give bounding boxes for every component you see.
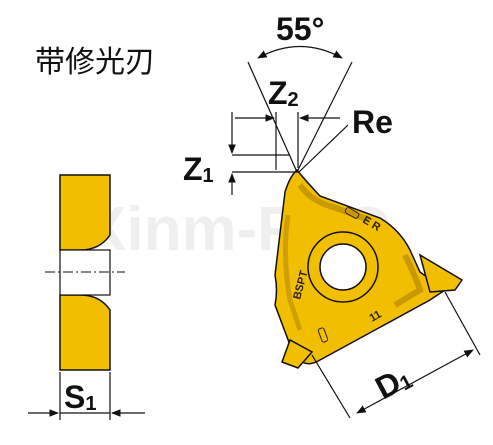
- side-view-top-half: [59, 174, 111, 251]
- z1-annotation: Z1: [183, 112, 298, 195]
- insert-side-view: S1: [28, 174, 145, 420]
- chip-groove-left: [282, 214, 303, 331]
- insert-slot: [344, 207, 360, 219]
- mounting-hole: [319, 243, 367, 291]
- re-label: Re: [352, 104, 393, 140]
- title-text: 带修光刃: [35, 45, 155, 80]
- chip-groove-right: [393, 253, 424, 308]
- z2-annotation: Z2: [235, 75, 340, 170]
- insert-right-tip: [418, 253, 464, 293]
- insert-top-view: BSPT E R 11: [274, 168, 464, 369]
- insert-bottom-tip: [281, 338, 314, 369]
- z1-label: Z1: [183, 151, 214, 187]
- s1-label: S1: [64, 379, 96, 415]
- z2-label: Z2: [268, 75, 299, 111]
- side-view-bottom-half: [59, 294, 111, 371]
- marking-pitch: 11: [368, 308, 384, 324]
- angle-annotation: 55°: [247, 11, 353, 173]
- chip-groove-top: [297, 183, 371, 223]
- d1-label: D1: [369, 358, 416, 406]
- re-annotation: Re: [298, 104, 393, 173]
- angle-label: 55°: [276, 11, 324, 47]
- insert-slot: [317, 327, 329, 343]
